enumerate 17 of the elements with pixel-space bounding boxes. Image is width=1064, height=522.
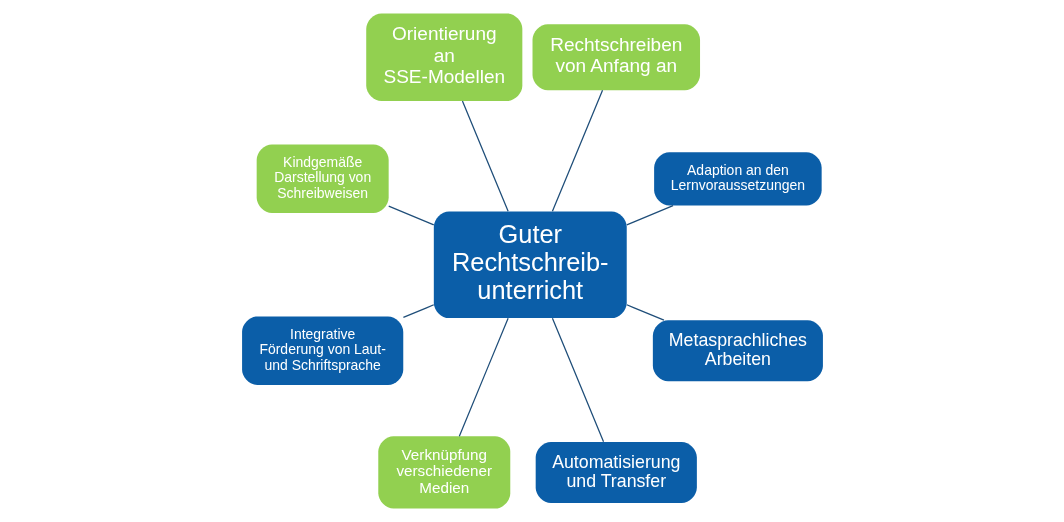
connector [387, 205, 434, 226]
node-box: Rechtschreiben von Anfang an [532, 24, 700, 91]
node-box: Integrative Förderung von Laut- und Schriftsprache [241, 316, 403, 386]
node-box: Orientierung an SSE-Modellen [365, 13, 522, 101]
connector [458, 317, 509, 437]
connector [625, 205, 674, 226]
node-box: Guter Rechtschreib- unterricht [433, 211, 627, 319]
connector [402, 304, 434, 318]
node-box: Kindgemäße Darstellung von Schreibweisen [256, 144, 389, 214]
connector [625, 304, 665, 321]
node-box: Automatisierung und Transfer [535, 441, 697, 503]
node-box: Metasprachliches Arbeiten [652, 320, 823, 382]
node-box: Adaption an den Lernvoraussetzungen [653, 152, 822, 206]
connector [551, 89, 603, 212]
connector [461, 100, 509, 212]
connector [551, 317, 604, 443]
node-box: Verknüpfung verschiedener Medien [377, 436, 510, 509]
